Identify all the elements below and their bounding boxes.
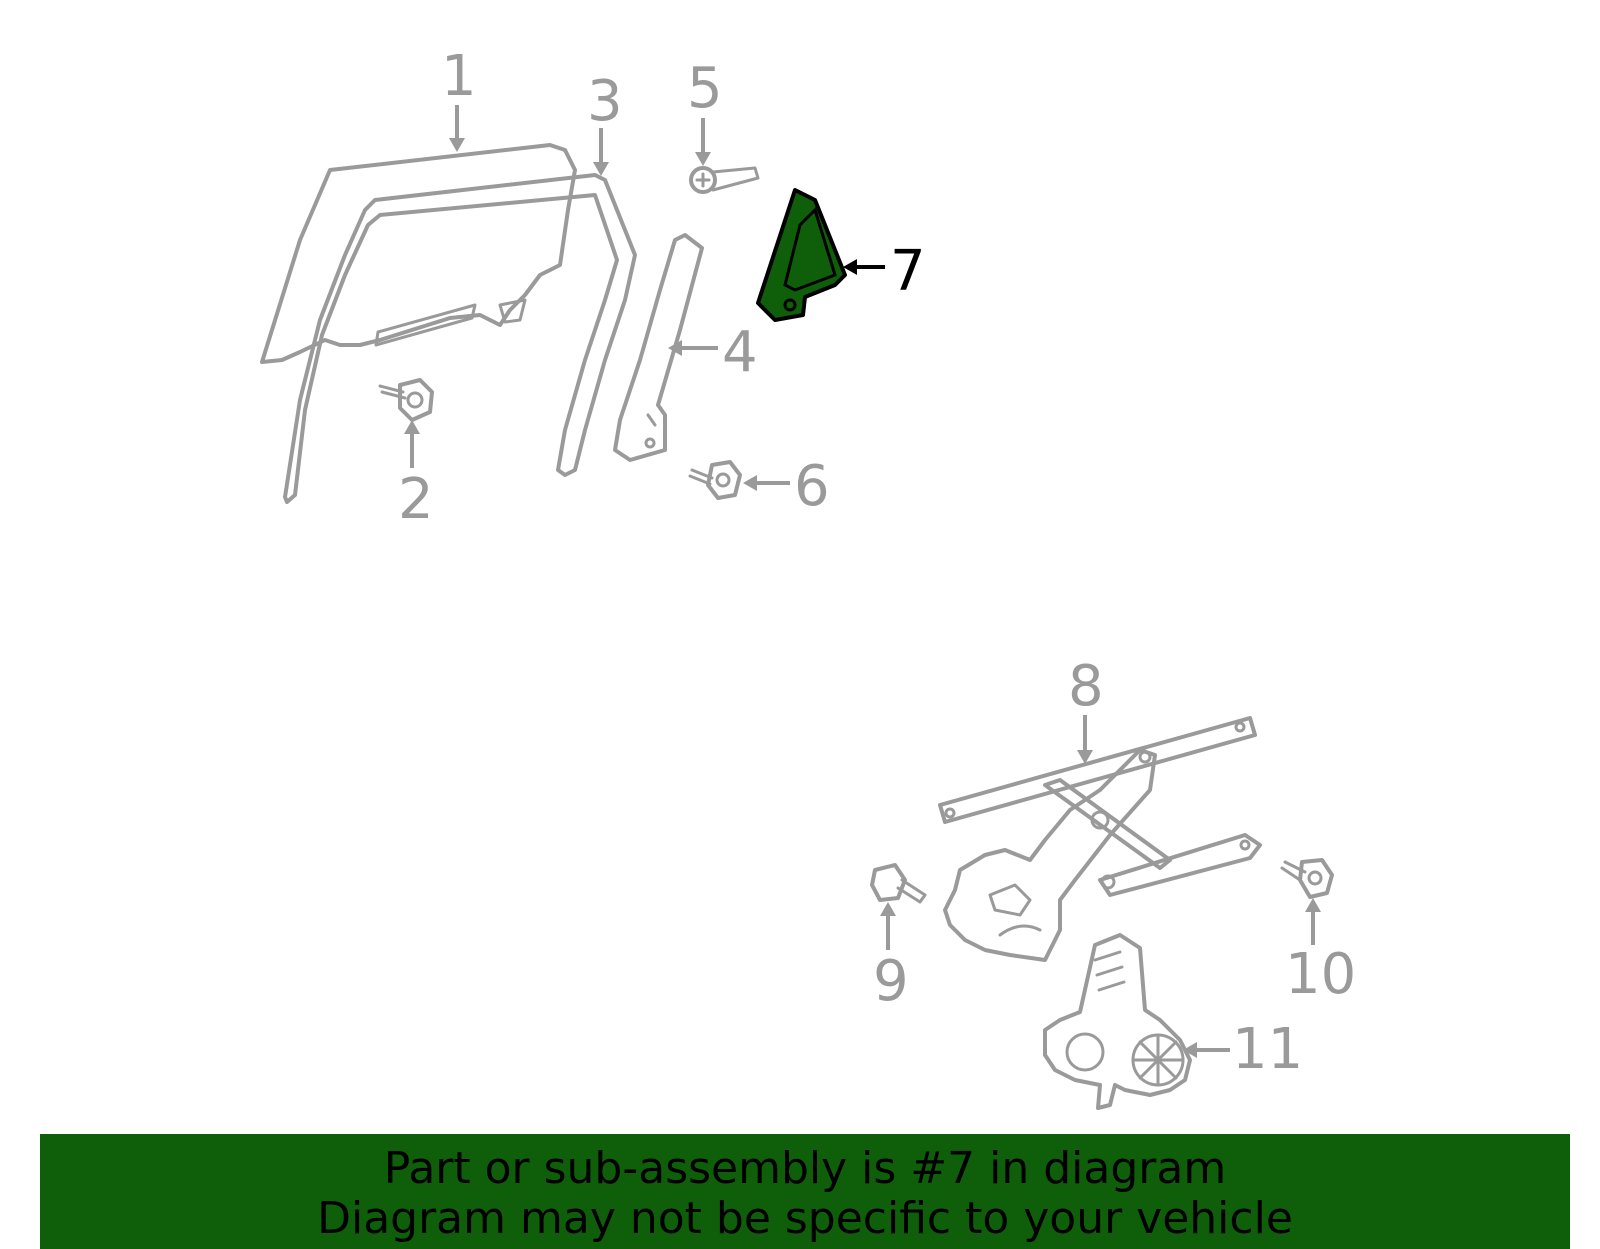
part-9-bolt	[870, 863, 927, 904]
part-8-regulator	[938, 716, 1262, 962]
callout-numbers: 1 3 5 4 2 6 7 8 9 10 11	[398, 44, 1356, 1082]
part-5-screw	[689, 166, 760, 194]
callout-arrows	[404, 105, 1321, 1058]
info-banner: Part or sub-assembly is #7 in diagram Di…	[40, 1134, 1570, 1249]
callout-2: 2	[398, 467, 434, 532]
banner-line-1: Part or sub-assembly is #7 in diagram	[383, 1143, 1227, 1194]
part-3-run-channel	[283, 173, 637, 504]
callout-7: 7	[890, 239, 926, 304]
callout-6: 6	[794, 454, 830, 519]
callout-9: 9	[873, 949, 909, 1014]
banner-line-2: Diagram may not be specific to your vehi…	[317, 1193, 1293, 1244]
part-1-door-glass	[260, 143, 577, 364]
callout-8: 8	[1068, 654, 1104, 719]
callout-5: 5	[687, 56, 723, 121]
callout-10: 10	[1285, 942, 1356, 1007]
part-10-bolt	[1280, 858, 1334, 899]
part-4-guide	[613, 233, 704, 462]
part-2-bolt	[378, 378, 434, 422]
part-11-motor	[1043, 933, 1192, 1110]
callout-1: 1	[441, 44, 477, 109]
callout-11: 11	[1232, 1017, 1303, 1082]
part-7-highlighted	[756, 188, 847, 322]
callout-4: 4	[722, 320, 758, 385]
part-6-bolt	[688, 460, 742, 500]
callout-3: 3	[587, 69, 623, 134]
